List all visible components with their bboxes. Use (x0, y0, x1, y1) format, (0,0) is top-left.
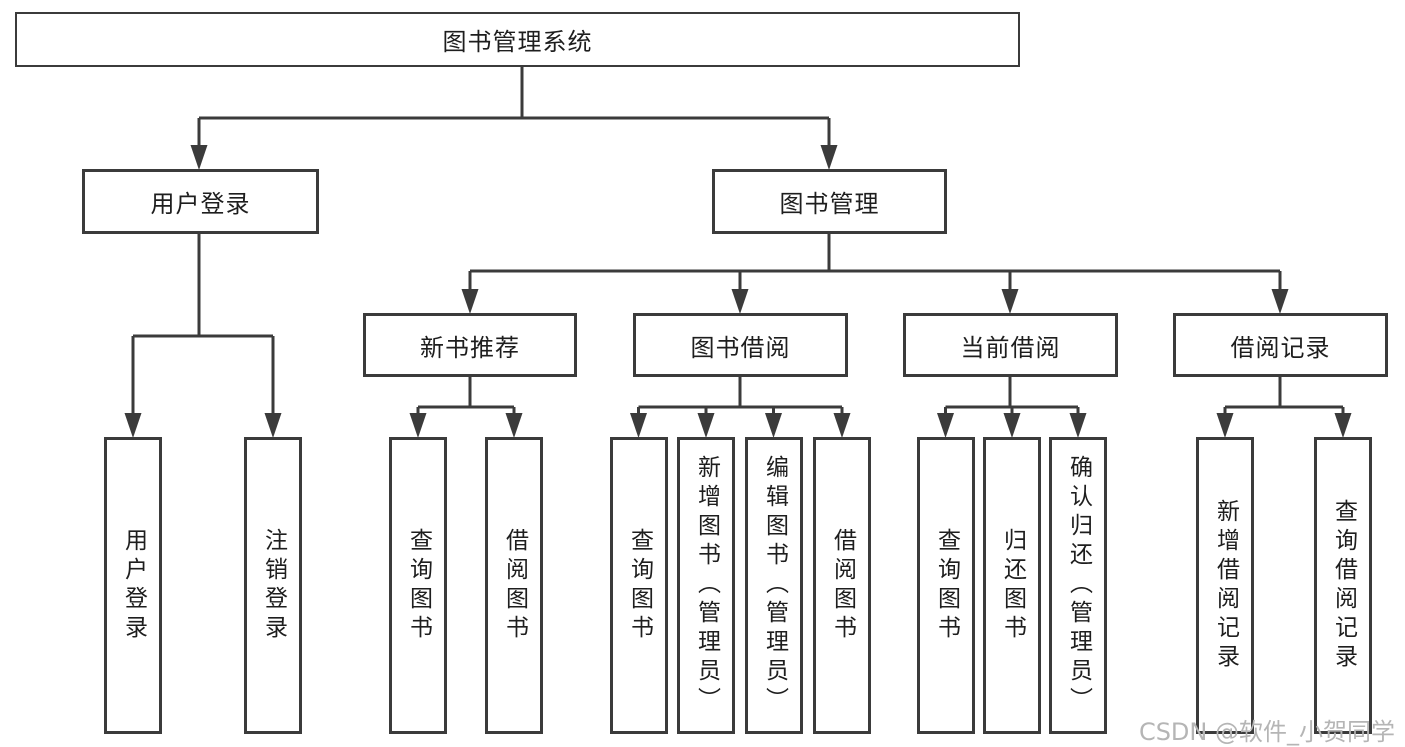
node-label: 借阅图书 (829, 527, 856, 644)
node-borrowing-records: 借阅记录 (1173, 313, 1388, 377)
arrow-down-icon (461, 289, 479, 314)
arrow-down-icon (1216, 413, 1234, 438)
node-book-management: 图书管理 (712, 169, 947, 234)
arrow-down-icon (1271, 289, 1289, 314)
arrow-down-icon (505, 413, 523, 438)
arrow-down-icon (1001, 289, 1019, 314)
arrow-down-icon (190, 145, 208, 170)
arrow-down-icon (765, 413, 782, 438)
node-label: 注销登录 (260, 527, 287, 644)
arrow-down-icon (264, 413, 282, 438)
node-label: 新增借阅记录 (1212, 498, 1239, 673)
arrow-down-icon (820, 145, 838, 170)
node-label: 图书管理系统 (442, 28, 593, 56)
arrow-down-icon (833, 413, 851, 438)
node-library-management-system: 图书管理系统 (15, 12, 1020, 67)
branch-book-borrowing (630, 377, 851, 438)
node-label: 图书借阅 (690, 333, 791, 362)
node-query-books-recommend: 查询图书 (389, 437, 447, 734)
node-book-borrowing: 图书借阅 (633, 313, 848, 377)
node-logout: 注销登录 (244, 437, 302, 734)
node-label: 图书管理 (779, 190, 880, 218)
arrow-down-icon (409, 413, 427, 438)
branch-book-management (461, 234, 1289, 314)
node-confirm-return-admin: 确认归还（管理员） (1049, 437, 1107, 734)
arrow-down-icon (630, 413, 647, 438)
node-label: 查询借阅记录 (1330, 498, 1357, 673)
node-label: 编辑图书（管理员） (761, 455, 788, 716)
branch-borrowing-records (1216, 377, 1352, 438)
arrow-down-icon (124, 413, 142, 438)
node-label: 新书推荐 (420, 333, 520, 362)
node-label: 查询图书 (626, 527, 653, 644)
node-label: 用户登录 (150, 190, 251, 218)
node-return-books: 归还图书 (983, 437, 1041, 734)
node-edit-book-admin: 编辑图书（管理员） (745, 437, 803, 734)
node-current-borrowing: 当前借阅 (903, 313, 1118, 377)
arrow-down-icon (1003, 413, 1021, 438)
node-user-login: 用户登录 (82, 169, 319, 234)
branch-root-to-level2 (190, 66, 838, 170)
node-query-books-borrowing: 查询图书 (610, 437, 668, 734)
node-borrow-books-recommend: 借阅图书 (485, 437, 543, 734)
node-label: 归还图书 (999, 527, 1026, 644)
arrow-down-icon (697, 413, 715, 438)
arrow-down-icon (1069, 413, 1087, 438)
node-label: 借阅图书 (501, 527, 528, 644)
node-add-book-admin: 新增图书（管理员） (677, 437, 735, 734)
arrow-down-icon (1334, 413, 1352, 438)
branch-user-login (124, 234, 282, 438)
node-label: 确认归还（管理员） (1065, 455, 1092, 716)
node-label: 用户登录 (120, 527, 147, 644)
node-new-book-recommendation: 新书推荐 (363, 313, 577, 377)
node-add-borrow-record: 新增借阅记录 (1196, 437, 1254, 734)
node-label: 借阅记录 (1230, 333, 1331, 362)
node-label: 查询图书 (933, 527, 960, 644)
node-label: 查询图书 (405, 527, 432, 644)
node-label: 新增图书（管理员） (693, 455, 720, 716)
node-query-books-current: 查询图书 (917, 437, 975, 734)
node-query-borrow-record: 查询借阅记录 (1314, 437, 1372, 734)
arrow-down-icon (731, 289, 749, 314)
watermark: CSDN @软件_小贺同学 (1138, 718, 1395, 746)
node-user-login-action: 用户登录 (104, 437, 162, 734)
arrow-down-icon (937, 413, 954, 438)
branch-new-book-recommendation (409, 377, 523, 438)
branch-current-borrowing (937, 377, 1087, 438)
node-borrow-books-borrowing: 借阅图书 (813, 437, 871, 734)
node-label: 当前借阅 (960, 333, 1061, 362)
